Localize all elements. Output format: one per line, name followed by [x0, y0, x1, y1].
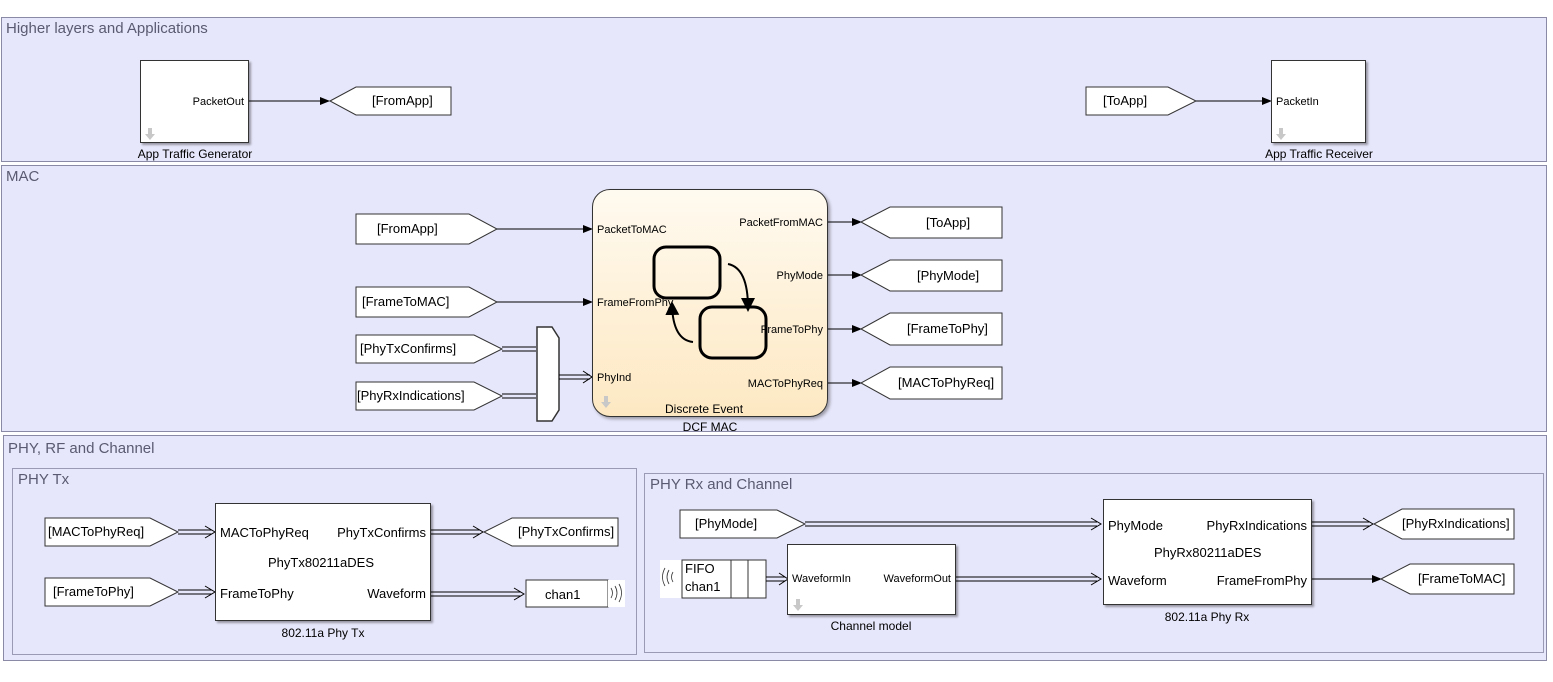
dcf-mac-block[interactable]: PacketToMAC FrameFromPhy PhyInd PacketFr…	[592, 189, 828, 417]
channel-model-block[interactable]: WaveformIn WaveformOut	[787, 544, 956, 615]
phy-tx-label: 802.11a Phy Tx	[281, 626, 365, 640]
from-tag-mactophyreq-tx: [MACToPhyReq]	[48, 524, 145, 539]
fifo-line1: FIFO	[685, 561, 715, 576]
port-phymode: PhyMode	[776, 270, 823, 282]
channel-output-block-shape[interactable]	[525, 579, 609, 608]
port-waveform-in: Waveform	[1108, 573, 1167, 588]
subsystem-down-arrow-icon	[601, 395, 611, 408]
port-framefromphy-out: FrameFromPhy	[1216, 573, 1307, 588]
area-title-phy: PHY, RF and Channel	[8, 440, 155, 457]
phy-rx-label: 802.11a Phy Rx	[1164, 610, 1250, 624]
port-packettomac: PacketToMAC	[597, 224, 667, 236]
port-packetfrommac: PacketFromMAC	[739, 217, 823, 229]
from-tag-mactophyreq-tx-shape[interactable]	[44, 517, 180, 547]
from-tag-phytxconfirms-shape[interactable]	[355, 334, 504, 364]
from-tag-phyrxindications: [PhyRxIndications]	[357, 388, 465, 403]
from-tag-phytxconfirms: [PhyTxConfirms]	[360, 341, 457, 356]
goto-tag-mactophyreq-shape[interactable]	[859, 366, 1003, 400]
phy-rx-center-text: PhyRx80211aDES	[1154, 545, 1262, 560]
app-traffic-receiver-block[interactable]: PacketIn	[1271, 60, 1366, 143]
channel-output-text: chan1	[545, 587, 581, 602]
app-traffic-receiver-label: App Traffic Receiver	[1265, 147, 1373, 161]
port-waveformin: WaveformIn	[792, 573, 851, 585]
port-mactophyreq: MACToPhyReq	[747, 378, 823, 390]
port-mactophyreq-in: MACToPhyReq	[220, 525, 309, 540]
from-tag-phymode-rx-shape[interactable]	[679, 509, 807, 539]
subsystem-down-arrow-icon	[1276, 127, 1286, 140]
goto-tag-phyrxind-shape[interactable]	[1372, 508, 1515, 540]
from-tag-frametophy-tx-shape[interactable]	[44, 577, 180, 607]
subsystem-down-arrow-icon	[793, 598, 803, 611]
goto-tag-frametophy-shape[interactable]	[859, 312, 1003, 346]
port-phymode-in: PhyMode	[1108, 518, 1163, 533]
area-title-phy-tx: PHY Tx	[18, 471, 70, 488]
port-packetin: PacketIn	[1276, 96, 1319, 108]
from-tag-toapp-shape[interactable]	[1085, 86, 1198, 116]
port-phyrxindications-out: PhyRxIndications	[1206, 518, 1307, 533]
goto-tag-frametophy: [FrameToPhy]	[907, 321, 988, 336]
port-frametophy: FrameToPhy	[760, 324, 823, 336]
goto-tag-phymode-shape[interactable]	[859, 259, 1003, 292]
goto-tag-phytxconfirms-tx: [PhyTxConfirms]	[518, 524, 615, 539]
port-frametophy-in: FrameToPhy	[220, 586, 294, 601]
goto-tag-mactophyreq: [MACToPhyReq]	[898, 375, 995, 390]
port-packetout: PacketOut	[192, 96, 244, 108]
wireless-out-icon	[610, 583, 622, 603]
goto-tag-fromapp-shape[interactable]	[328, 86, 452, 116]
fifo-line2: chan1	[685, 579, 721, 594]
port-phyind: PhyInd	[597, 372, 632, 384]
goto-tag-frametomac-shape[interactable]	[1379, 563, 1515, 595]
dcf-inner-text: Discrete Event	[665, 402, 744, 416]
area-title-higher-layers: Higher layers and Applications	[6, 20, 208, 37]
port-waveformout: WaveformOut	[883, 573, 951, 585]
goto-tag-phymode: [PhyMode]	[917, 268, 980, 283]
goto-tag-frametomac-rx: [FrameToMAC]	[1418, 571, 1506, 586]
goto-tag-toapp-shape[interactable]	[859, 206, 1003, 239]
phy-tx-center-text: PhyTx80211aDES	[268, 555, 374, 570]
port-framefromphy: FrameFromPhy	[597, 297, 674, 309]
subsystem-down-arrow-icon	[145, 127, 155, 140]
from-tag-toapp: [ToApp]	[1103, 93, 1148, 108]
from-tag-frametomac: [FrameToMAC]	[362, 294, 450, 309]
goto-tag-phytxconfirms-shape[interactable]	[482, 517, 619, 547]
bus-creator-mux[interactable]	[536, 326, 560, 422]
goto-tag-phyrxindications-rx: [PhyRxIndications]	[1402, 516, 1510, 531]
from-tag-frametophy-tx: [FrameToPhy]	[53, 584, 134, 599]
dcf-mac-label: DCF MAC	[682, 420, 738, 434]
from-tag-phyrxind-shape[interactable]	[355, 381, 504, 411]
state-machine-icon	[652, 245, 768, 360]
channel-model-label: Channel model	[830, 619, 912, 633]
from-tag-phymode-rx: [PhyMode]	[695, 516, 758, 531]
app-traffic-generator-block[interactable]: PacketOut	[140, 60, 249, 143]
phy-tx-block[interactable]: MACToPhyReq FrameToPhy PhyTxConfirms Wav…	[215, 503, 431, 621]
goto-tag-fromapp: [FromApp]	[372, 93, 433, 108]
goto-tag-toapp: [ToApp]	[926, 215, 971, 230]
area-title-phy-rx: PHY Rx and Channel	[650, 476, 793, 493]
area-title-mac: MAC	[6, 168, 40, 185]
port-waveform-out: Waveform	[367, 586, 426, 601]
from-tag-fromapp-mac-shape[interactable]	[355, 213, 499, 245]
wireless-in-icon	[662, 567, 674, 587]
phy-rx-block[interactable]: PhyMode Waveform PhyRxIndications FrameF…	[1103, 499, 1312, 605]
from-tag-frametomac-shape[interactable]	[355, 286, 499, 318]
app-traffic-generator-label: App Traffic Generator	[137, 147, 253, 161]
from-tag-fromapp-mac: [FromApp]	[377, 221, 438, 236]
port-phytxconfirms-out: PhyTxConfirms	[337, 525, 426, 540]
fifo-queue-block-shape[interactable]	[681, 559, 767, 599]
